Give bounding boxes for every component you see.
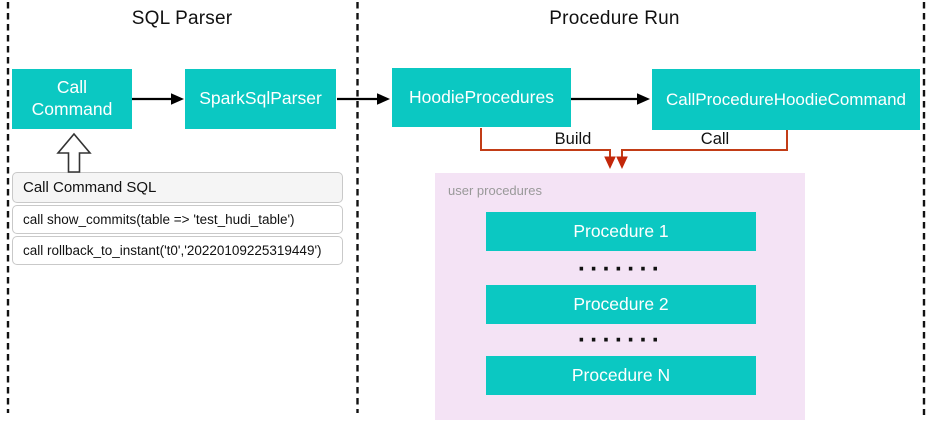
node-procedure-2: Procedure 2 bbox=[486, 285, 756, 324]
arrow-hoodie-to-call-procedure-command bbox=[571, 93, 650, 105]
sql-card-header: Call Command SQL bbox=[12, 172, 343, 203]
hollow-up-arrow bbox=[56, 132, 92, 173]
ellipsis-dots: ······· bbox=[577, 326, 665, 354]
edge-label-call: Call bbox=[700, 130, 730, 148]
node-procedure-n: Procedure N bbox=[486, 356, 756, 395]
user-procedures-label: user procedures bbox=[448, 183, 542, 198]
node-hoodie-procedures: HoodieProcedures bbox=[392, 68, 571, 127]
ellipsis-dots: ······· bbox=[577, 255, 665, 283]
user-procedures-panel: user procedures Procedure 1 ······· Proc… bbox=[435, 173, 805, 420]
region-title-procedure-run: Procedure Run bbox=[549, 8, 680, 29]
node-call-command: Call Command bbox=[12, 69, 132, 129]
arrow-parser-to-hoodie-procedures bbox=[337, 93, 390, 105]
node-spark-sql-parser: SparkSqlParser bbox=[185, 69, 336, 129]
call-command-sql-card: Call Command SQL call show_commits(table… bbox=[12, 172, 343, 265]
sql-statement-show-commits: call show_commits(table => 'test_hudi_ta… bbox=[12, 205, 343, 234]
node-call-procedure-hoodie-command: CallProcedureHoodieCommand bbox=[652, 69, 920, 130]
sql-statement-rollback: call rollback_to_instant('t0','202201092… bbox=[12, 236, 343, 265]
node-procedure-1: Procedure 1 bbox=[486, 212, 756, 251]
arrow-call-command-to-parser bbox=[132, 93, 184, 105]
region-title-sql-parser: SQL Parser bbox=[131, 8, 233, 29]
edge-label-build: Build bbox=[554, 130, 592, 148]
